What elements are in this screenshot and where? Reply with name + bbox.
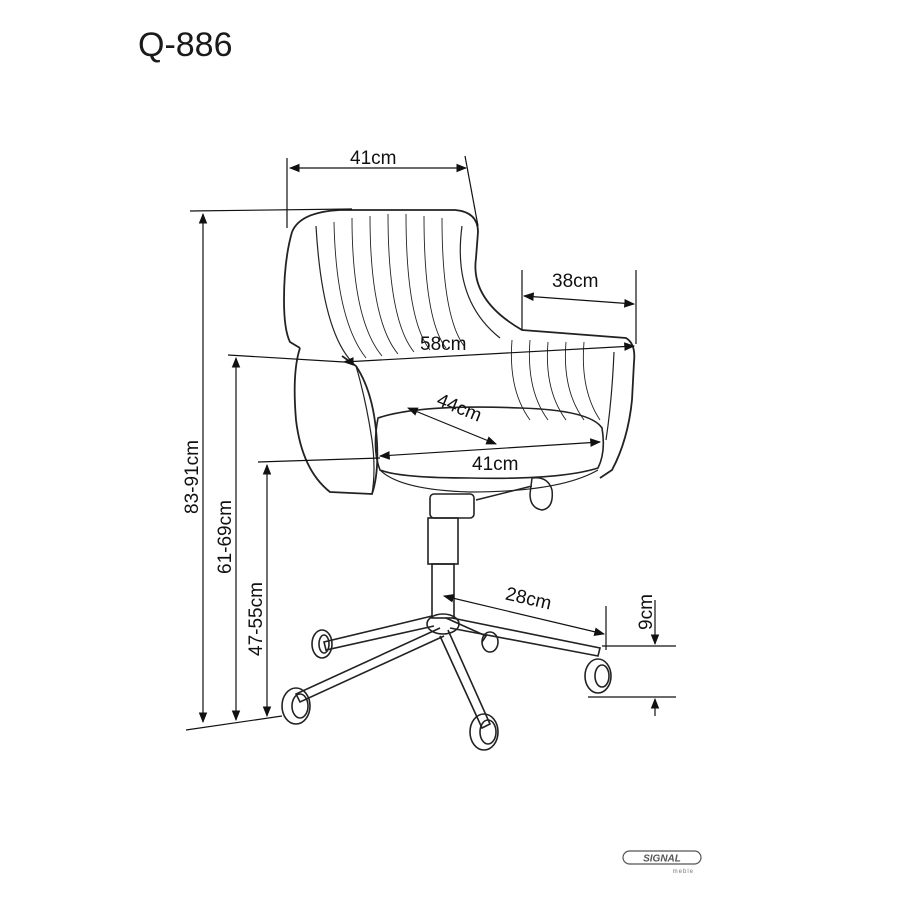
right-armrest — [599, 399, 633, 479]
caster-back-left — [311, 629, 333, 659]
total-height-label: 83-91cm — [182, 440, 203, 514]
chair-illustration — [281, 209, 636, 751]
signal-logo: SIGNAL meble — [622, 850, 702, 875]
caster-height-label: 9cm — [636, 594, 657, 630]
gas-cylinder-lower — [431, 563, 455, 619]
star-base — [294, 613, 601, 730]
caster-front-left — [281, 687, 311, 725]
seat-cushion — [374, 406, 605, 480]
seat-front — [379, 469, 599, 493]
caster-front-right — [584, 658, 612, 694]
back-width-label: 41cm — [350, 148, 396, 169]
seat-height-label: 47-55cm — [246, 582, 267, 656]
gas-lift-collar — [429, 493, 475, 519]
seat-width-label: 41cm — [472, 454, 518, 475]
backrest-left-edge — [283, 231, 301, 349]
total-width-label: 58cm — [420, 334, 466, 355]
left-armrest — [293, 347, 379, 495]
armrest-depth-label: 38cm — [552, 271, 598, 292]
right-arm-inner — [605, 351, 615, 441]
gas-cylinder — [427, 517, 459, 565]
adjust-lever — [475, 477, 554, 511]
left-arm-inner — [355, 365, 375, 495]
backrest-inner — [315, 225, 501, 363]
logo-brand: SIGNAL — [643, 854, 681, 865]
logo-sub: meble — [673, 869, 694, 875]
armrest-height-label: 61-69cm — [215, 500, 236, 574]
caster-front-center — [469, 713, 499, 751]
product-title: Q-886 — [138, 26, 233, 64]
backrest-channels — [333, 213, 601, 421]
casters — [281, 629, 612, 751]
base-radius-label: 28cm — [503, 584, 553, 615]
